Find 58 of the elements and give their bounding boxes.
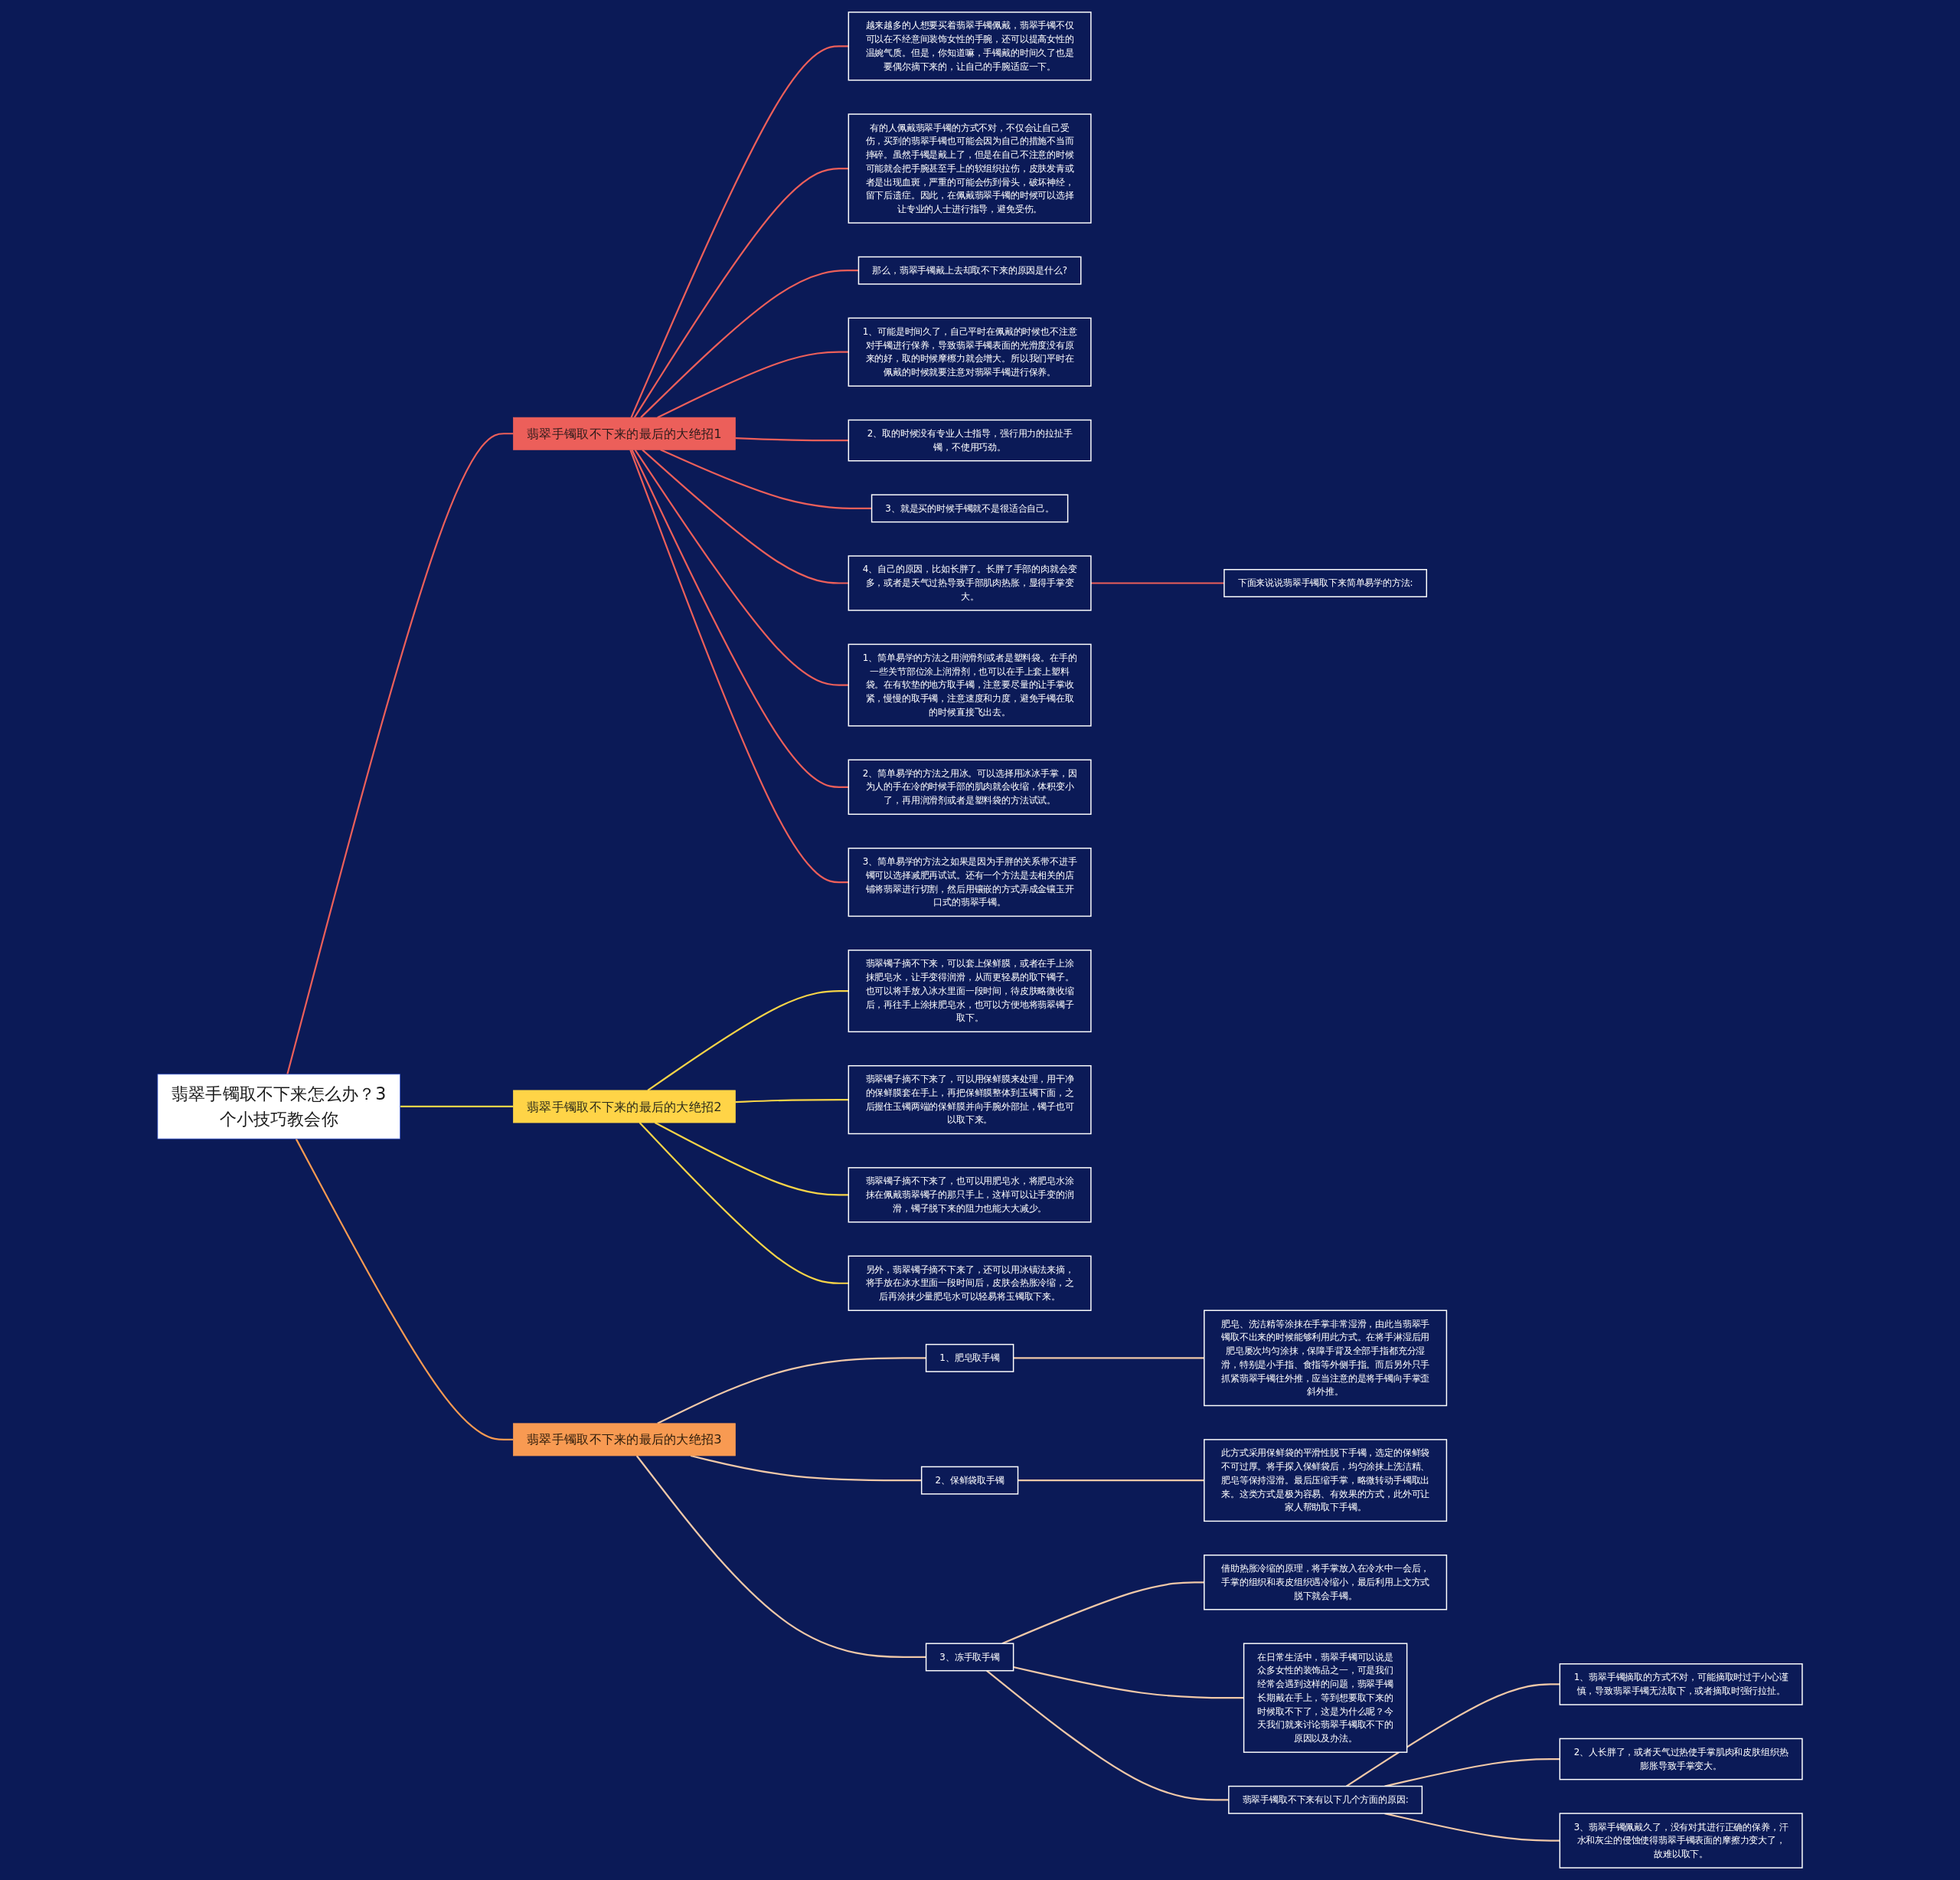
node-box: 1、可能是时间久了，自己平时在佩戴的时候也不注意对手镯进行保养，导致翡翠手镯表面的光滑度没有原来的好，取的时候摩檫力就会增大。所以我们平时在佩戴的时候就要注意对翡翠手镯进行保养。 (848, 317, 1092, 387)
connector (654, 1122, 849, 1196)
node-box: 2、取的时候没有专业人士指导，强行用力的拉扯手镯，不使用巧劲。 (848, 419, 1092, 462)
connector (295, 1138, 514, 1440)
connector (631, 449, 849, 788)
connector (640, 270, 859, 418)
node-box: 在日常生活中，翡翠手镯可以说是众多女性的装饰品之一，可是我们经常会遇到这样的问题，翡翠手镯长期戴在手上，等到想要取下来的时候取不下了，这是为什么呢？今天我们就来讨论翡翠手镯取不下的原因以及办法。 (1243, 1643, 1408, 1753)
node-box: 1、肥皂取手镯 (925, 1343, 1014, 1372)
connector (1013, 1357, 1204, 1359)
node-box: 2、简单易学的方法之用冰。可以选择用冰冰手掌，因为人的手在冷的时候手部的肌肉就会收缩，体积变小了，再用润滑剂或者是塑料袋的方法试试。 (848, 759, 1092, 816)
node-box: 有的人佩戴翡翠手镯的方式不对，不仅会让自己受伤，买到的翡翠手镯也可能会因为自己的措施不当而摔碎。虽然手镯是戴上了，但是在自己不注意的时候可能就会把手腕甚至手上的软组织拉伤，皮肤发青或者是出现血斑，严重的可能会伤到骨头，破坏神经，留下后遗症。因此，在佩戴翡翠手镯的时候可以选择让专业的人士进行指导，避免受伤。 (848, 113, 1092, 224)
connector (635, 1455, 926, 1659)
connector (660, 449, 872, 509)
node-box: 肥皂、洗洁精等涂抹在手掌非常湿滑，由此当翡翠手镯取不出来的时候能够利用此方式。在将手淋湿后用肥皂屡次均匀涂抹，保障手背及全部手指都充分湿滑，特别是小手指、食指等外侧手指。而后另外只手抓紧翡翠手镯往外推，应当注意的是将手镯向手掌歪斜外推。 (1204, 1309, 1448, 1407)
connector (633, 167, 849, 418)
connector (634, 449, 849, 686)
node-box: 下面来说说翡翠手镯取下来简单易学的方法: (1223, 569, 1428, 597)
node-box: 翡翠手镯取不下来怎么办？3个小技巧教会你 (157, 1074, 400, 1139)
node-box: 越来越多的人想要买着翡翠手镯佩戴，翡翠手镯不仅可以在不经意间装饰女性的手腕，还可以提高女性的温婉气质。但是，你知道嘛，手镯戴的时间久了也是要偶尔摘下来的，让自己的手腕适应一下。 (848, 11, 1092, 81)
connector (657, 351, 849, 419)
connector (630, 45, 849, 418)
connector (1345, 1683, 1560, 1787)
node-box: 3、冻手取手镯 (925, 1643, 1014, 1672)
node-box: 1、简单易学的方法之用润滑剂或者是塑料袋。在手的一些关节部位涂上润滑剂，也可以在手上套上塑料袋。在有软垫的地方取手镯，注意要尽量的让手掌收紧，慢慢的取手镯，注意速度和力度，避免手镯在取的时候直接飞出去。 (848, 643, 1092, 727)
node-box: 2、人长胖了，或者天气过热使手掌肌肉和皮肤组织热膨胀导致手掌变大。 (1559, 1738, 1803, 1780)
connector (735, 1099, 849, 1103)
node-box: 那么，翡翠手镯戴上去却取不下来的原因是什么? (858, 256, 1082, 285)
connector (735, 437, 849, 442)
connector (1013, 1666, 1244, 1699)
node-box: 1、翡翠手镯摘取的方式不对，可能摘取时过于小心谨慎，导致翡翠手镯无法取下，或者摘取时强行拉扯。 (1559, 1663, 1803, 1705)
connector (286, 433, 514, 1075)
connector (1001, 1581, 1204, 1645)
connector (986, 1669, 1229, 1801)
connector (657, 1357, 926, 1424)
node-box: 翡翠手镯取不下来的最后的大绝招1 (513, 417, 736, 450)
node-box: 3、就是买的时候手镯就不是很适合自己。 (871, 494, 1069, 523)
node-box: 翡翠手镯取不下来的最后的大绝招3 (513, 1423, 736, 1457)
node-box: 借助热胀冷缩的原理，将手掌放入在冷水中一会后，手掌的组织和表皮组织遇冷缩小，最后利用上文方式脱下就会手镯。 (1204, 1555, 1448, 1610)
node-box: 翡翠镯子摘不下来，可以套上保鲜膜，或者在手上涂抹肥皂水，让手变得润滑，从而更轻易的取下镯子。也可以将手放入冰水里面一段时间，待皮肤略微收缩后，再往手上涂抹肥皂水，也可以方便地将翡翠镯子取下。 (848, 950, 1092, 1033)
connector (1090, 582, 1224, 584)
node-box: 4、自己的原因，比如长胖了。长胖了手部的肉就会变多，或者是天气过热导致手部肌肉热胀，显得手掌变大。 (848, 555, 1092, 611)
connector (629, 449, 849, 884)
node-box: 3、简单易学的方法之如果是因为手胖的关系带不进手镯可以选择减肥再试试。还有一个方法是去相关的店铺将翡翠进行切割，然后用镶嵌的方式弄成金镶玉开口式的翡翠手镯。 (848, 847, 1092, 917)
connector (647, 989, 849, 1091)
node-box: 2、保鲜袋取手镯 (921, 1466, 1019, 1495)
connector (690, 1454, 922, 1482)
connector (642, 449, 849, 584)
node-box: 3、翡翠手镯佩戴久了，没有对其进行正确的保养，汗水和灰尘的侵蚀使得翡翠手镯表面的摩擦力变大了，故难以取下。 (1559, 1813, 1803, 1869)
connector (639, 1122, 849, 1284)
node-box: 翡翠手镯取不下来有以下几个方面的原因: (1228, 1785, 1423, 1814)
node-box: 此方式采用保鲜袋的平滑性脱下手镯，选定的保鲜袋不可过厚。将手探入保鲜袋后，均匀涂抹上洗洁精、肥皂等保持湿滑。最后压缩手掌，略微转动手镯取出来。这类方式是极为容易、有效果的方式，此外可让家人帮助取下手镯。 (1204, 1439, 1448, 1522)
connector (400, 1105, 514, 1108)
node-box: 另外，翡翠镯子摘不下来了，还可以用冰镇法来摘，将手放在冰水里面一段时间后，皮肤会热胀冷缩，之后再涂抹少量肥皂水可以轻易将玉镯取下来。 (848, 1255, 1092, 1311)
node-box: 翡翠手镯取不下来的最后的大绝招2 (513, 1090, 736, 1123)
connector (1384, 1757, 1560, 1787)
node-box: 翡翠镯子摘不下来了，可以用保鲜膜来处理，用干净的保鲜膜套在手上，再把保鲜膜整体到玉镯下面，之后握住玉镯两端的保鲜膜并向手腕外部扯，镯子也可以取下来。 (848, 1064, 1092, 1135)
node-box: 翡翠镯子摘不下来了，也可以用肥皂水，将肥皂水涂抹在佩戴翡翠镯子的那只手上，这样可以让手变的润滑，镯子脱下来的阻力也能大大减少。 (848, 1167, 1092, 1223)
connector (1018, 1479, 1204, 1482)
